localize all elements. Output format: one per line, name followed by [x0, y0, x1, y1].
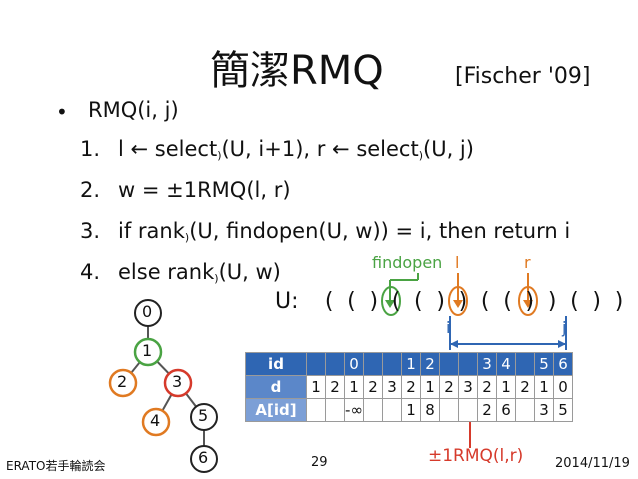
table-cell: 1: [344, 375, 364, 399]
u-paren: (: [503, 289, 512, 314]
u-paren: (: [324, 289, 334, 314]
r-label: r: [524, 253, 531, 272]
table-cell: -∞: [344, 398, 364, 422]
table-cell: [382, 398, 402, 422]
table-cell: 8: [420, 398, 440, 422]
table-cell: 1: [420, 375, 440, 399]
i-label: i: [446, 318, 451, 337]
table-cell: 3: [382, 375, 402, 399]
table-cell: [325, 398, 345, 422]
table-cell: 5: [534, 352, 554, 376]
r-circle: [518, 286, 538, 316]
u-paren: (: [391, 289, 401, 314]
table-cell: 1: [401, 398, 421, 422]
tree-node-label-3: 3: [172, 372, 183, 391]
tree-node-label-5: 5: [198, 406, 209, 425]
tree-node-label-2: 2: [117, 372, 128, 391]
tree-node-4: [141, 407, 171, 437]
findopen-label: findopen: [372, 253, 443, 272]
bullet-text: RMQ(i, j): [88, 98, 179, 122]
table-cell: 3: [477, 352, 497, 376]
table-cell: [439, 352, 459, 376]
u-paren: ): [369, 289, 379, 314]
table-cell: 5: [553, 398, 573, 422]
table-cell: 2: [401, 375, 421, 399]
tree-node-6: [190, 445, 218, 473]
table-cell: 2: [363, 375, 383, 399]
u-paren: (: [570, 289, 579, 314]
step-4: 4.else rank)(U, w): [80, 260, 281, 285]
table-cell: 3: [458, 375, 478, 399]
l-label: l: [455, 253, 460, 272]
table-cell: 3: [534, 398, 554, 422]
findopen-circle: [381, 286, 401, 316]
table-cell: [439, 398, 459, 422]
u-paren: ): [592, 289, 601, 314]
u-paren: (: [347, 289, 356, 314]
table-cell: [458, 398, 478, 422]
footer-page-number: 29: [311, 455, 328, 470]
tree-node-label-4: 4: [150, 411, 161, 430]
tree-node-label-0: 0: [142, 302, 153, 321]
u-sequence: ( () ( ()) ( ()) ()): [318, 289, 630, 314]
table-cell: 2: [420, 352, 440, 376]
table-cell: 2: [325, 375, 345, 399]
table-cell: 1: [496, 375, 516, 399]
table-cell: 1: [534, 375, 554, 399]
table-cell: [363, 398, 383, 422]
u-paren: ): [525, 289, 535, 314]
u-label: U:: [275, 289, 299, 314]
step-1: 1.l ← select)(U, i+1), r ← select)(U, j): [80, 137, 474, 162]
bullet-marker: •: [56, 100, 68, 124]
slide-title: 簡潔RMQ: [210, 48, 384, 94]
tree-node-label-1: 1: [142, 341, 153, 360]
table-cell: [515, 398, 535, 422]
table-cell: 2: [477, 398, 497, 422]
table-cell: [306, 352, 326, 376]
tree-node-0: [134, 299, 162, 327]
table-cell: [382, 352, 402, 376]
tree-node-1: [133, 337, 163, 367]
table-cell: [325, 352, 345, 376]
table-cell: [306, 398, 326, 422]
table-cell: [458, 352, 478, 376]
u-paren: (: [480, 289, 490, 314]
tree-node-2: [108, 368, 138, 398]
j-label: j: [562, 318, 567, 337]
u-paren: ): [436, 289, 445, 314]
table-cell: [363, 352, 383, 376]
findopen-arrowhead: [385, 300, 395, 308]
tree-node-3: [163, 368, 193, 398]
table-cell: 4: [496, 352, 516, 376]
table-cell: 0: [553, 375, 573, 399]
tree-node-label-6: 6: [198, 448, 209, 467]
table-cell: [515, 352, 535, 376]
u-paren: (: [414, 289, 423, 314]
table-cell: 6: [496, 398, 516, 422]
table-cell: 0: [344, 352, 364, 376]
table-cell: 1: [401, 352, 421, 376]
footer-event: ERATO若手輪読会: [6, 459, 106, 473]
footer-date: 2014/11/19: [555, 456, 630, 471]
table-cell: 2: [439, 375, 459, 399]
step-2: 2.w = ±1RMQ(l, r): [80, 178, 291, 202]
l-circle: [448, 286, 468, 316]
step-3: 3.if rank)(U, findopen(U, w)) = i, then …: [80, 219, 571, 244]
rmq-label: ±1RMQ(l,r): [428, 446, 524, 466]
u-paren: ): [458, 289, 468, 314]
table-cell: 6: [553, 352, 573, 376]
u-paren: ): [547, 289, 557, 314]
table-cell: 1: [306, 375, 326, 399]
table-cell: 2: [477, 375, 497, 399]
u-paren: ): [614, 289, 624, 314]
tree-node-5: [190, 403, 218, 431]
table-cell: 2: [515, 375, 535, 399]
citation: [Fischer '09]: [455, 64, 591, 89]
